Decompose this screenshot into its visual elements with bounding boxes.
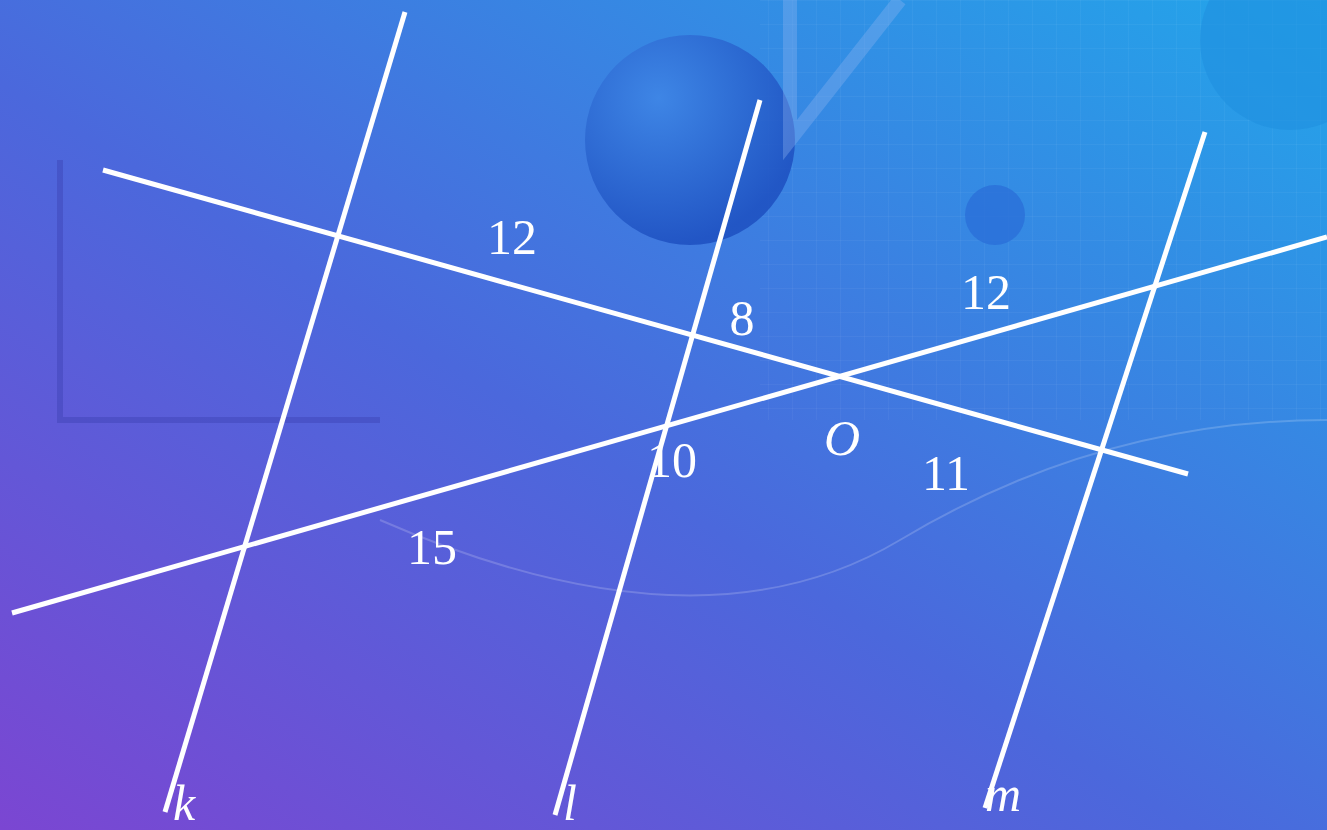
decor-sphere [1200,0,1327,130]
decor-sphere [585,35,795,245]
decor-frame [60,160,380,420]
decor-sphere [965,185,1025,245]
parallel-line [165,12,405,812]
line-name: l [563,778,577,828]
segment-length: 12 [487,212,537,262]
line-name: k [173,778,195,828]
parallel-line [555,100,760,815]
point-label: O [824,413,860,463]
segment-length: 10 [647,435,697,485]
segment-length: 8 [730,293,755,343]
segment-length: 15 [407,522,457,572]
transversal-line [12,237,1327,613]
decor-triangle [790,0,900,140]
segment-length: 12 [961,267,1011,317]
line-name: m [985,769,1021,819]
segment-length: 11 [922,448,970,498]
